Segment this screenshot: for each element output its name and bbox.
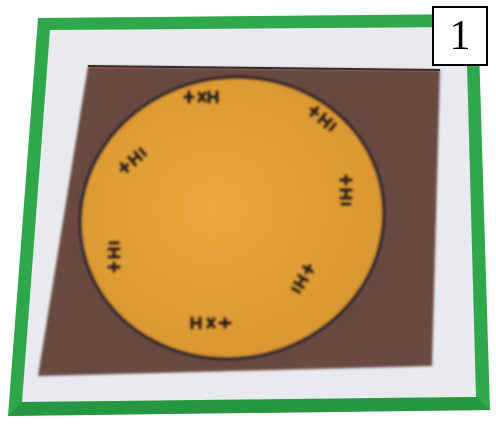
- panel-number-label: 1: [432, 6, 488, 66]
